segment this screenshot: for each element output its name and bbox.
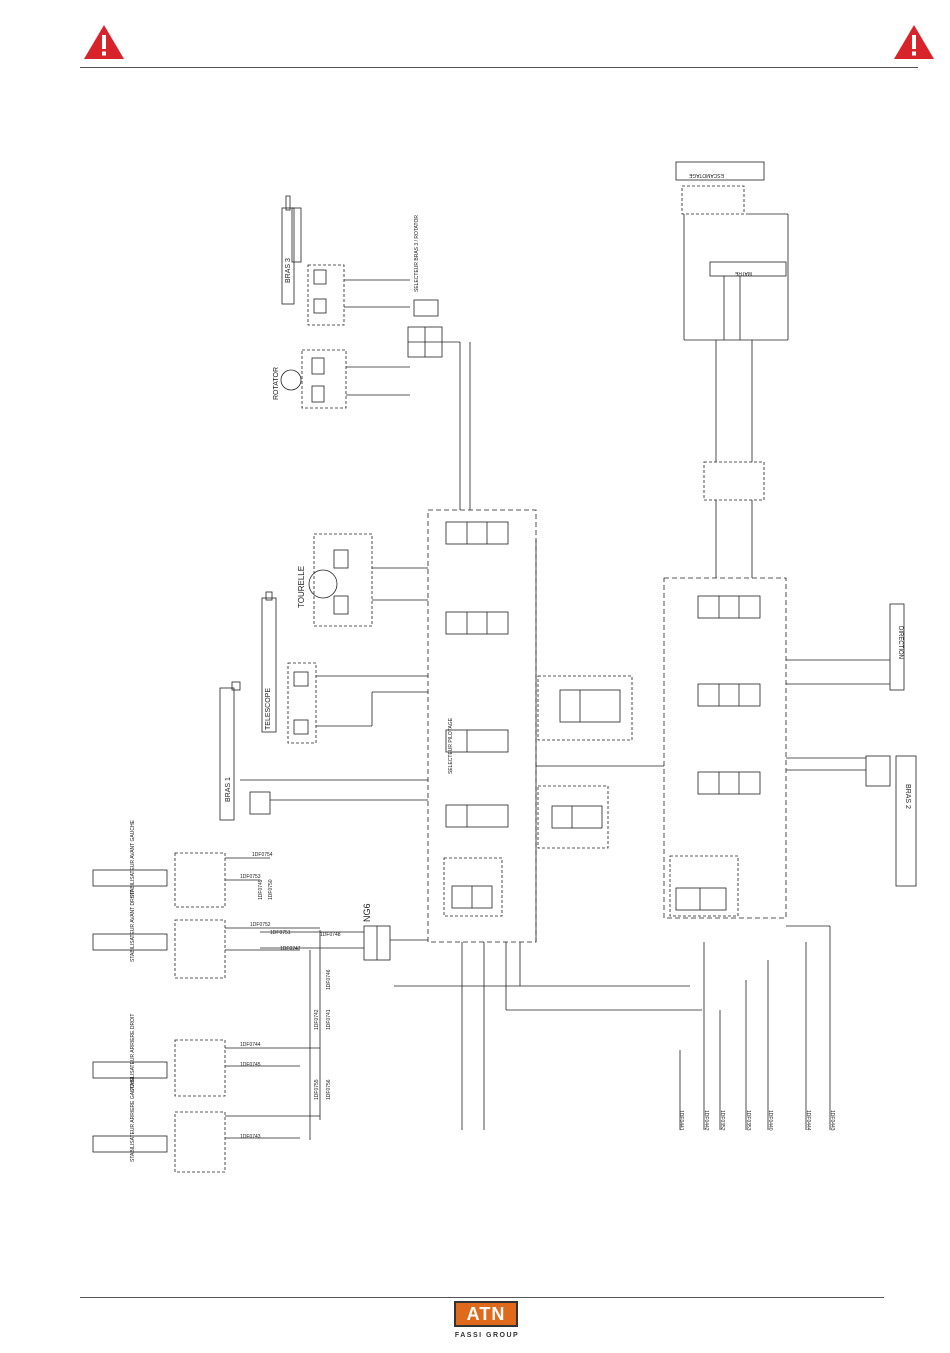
header-rule: [80, 67, 918, 68]
stabilizer4-label: STABILISATEUR ARRIERE GAUCHE: [130, 1077, 136, 1162]
bras1-cylinder: [219, 681, 428, 821]
hose-ref: 1DF0747: [280, 946, 301, 952]
selecteur-pilotage-label: SELECTEUR PILOTAGE: [448, 717, 454, 774]
bras2-cylinder: [786, 755, 917, 887]
mat-label: MATRE: [734, 270, 752, 276]
hose-ref: 1DF0746: [326, 969, 332, 990]
tourelle-motor: [308, 533, 428, 627]
rotator-motor: [280, 349, 410, 409]
stabilizer2-label: STABILISATEUR AVANT DROIT: [130, 890, 136, 962]
hose-ref: 1DF0749: [258, 879, 264, 900]
telescope-label: TELESCOPE: [265, 688, 272, 730]
rotator-label: ROTATOR: [273, 367, 280, 400]
right-valve-bank: [663, 577, 787, 919]
bras3-label: BRAS 3: [285, 258, 292, 283]
hose-ref: 1DF0743: [240, 1134, 261, 1140]
hose-ref: 1DF0755: [314, 1079, 320, 1100]
warning-triangle-icon: [84, 25, 124, 59]
tourelle-label: TOURELLE: [297, 566, 306, 608]
supply-line-label: 1DF0352: [719, 1110, 725, 1131]
hose-ref: 1DF0748: [320, 932, 341, 938]
escamotage-label: ESCAMOTAGE: [688, 172, 724, 178]
hose-ref: 1DF0745: [240, 1062, 261, 1068]
hose-ref: 1DF0751: [270, 930, 291, 936]
hose-ref: 1DF0754: [252, 852, 273, 858]
ng6-label: NG6: [362, 903, 372, 922]
stabilizer1-label: STABILISATEUR AVANT GAUCHE: [130, 819, 136, 898]
hose-ref: 1DF0742: [314, 1009, 320, 1030]
bras3-cylinder: [281, 195, 410, 326]
mat-cylinder: [709, 261, 787, 340]
stabilizer-cylinders: [92, 852, 321, 1173]
supply-line-label: 1DF0441: [678, 1110, 684, 1131]
direction-cylinder: [786, 603, 905, 691]
supply-line-label: 1DF0440: [767, 1110, 773, 1131]
atn-logo: ATN FASSI GROUP: [450, 1301, 524, 1349]
escamotage-cylinder: [675, 161, 789, 341]
hose-ref: 1DF0756: [326, 1079, 332, 1100]
supply-line-label: 1DF0353: [745, 1110, 751, 1131]
ng6-valve: [260, 925, 428, 961]
hose-ref: 1DF0753: [240, 874, 261, 880]
supply-line-label: 1DF0443: [829, 1110, 835, 1131]
supply-line-label: 1DF0444: [805, 1110, 811, 1131]
selecteur-bras3-label: SELECTEUR BRAS 3 / ROTATOR: [414, 215, 420, 292]
main-valve-bank: [427, 509, 633, 943]
direction-label: DIRECTION: [897, 626, 903, 659]
hose-ref: 1DF0752: [250, 922, 271, 928]
hose-ref: 1DF0741: [326, 1009, 332, 1030]
bras1-label: BRAS 1: [225, 777, 232, 802]
hose-ref: 1DF0750: [268, 879, 274, 900]
supply-line-label: 1DF0442: [703, 1110, 709, 1131]
atn-logo-box: ATN: [454, 1301, 518, 1327]
supply-lines: [394, 925, 831, 1130]
right-upper-valve: [703, 340, 765, 578]
warning-triangle-icon: [894, 25, 934, 59]
telescope-cylinder: [261, 591, 428, 744]
logo-group: FASSI GROUP: [454, 1332, 520, 1339]
footer-rule: [80, 1297, 884, 1298]
hose-ref: 1DF0744: [240, 1042, 261, 1048]
stabilizer3-label: STABILISATEUR ARRIERE DROIT: [130, 1014, 136, 1092]
bras2-label: BRAS 2: [904, 784, 911, 809]
logo-brand: ATN: [466, 1303, 506, 1324]
selector-bras3-valve: [407, 299, 443, 358]
